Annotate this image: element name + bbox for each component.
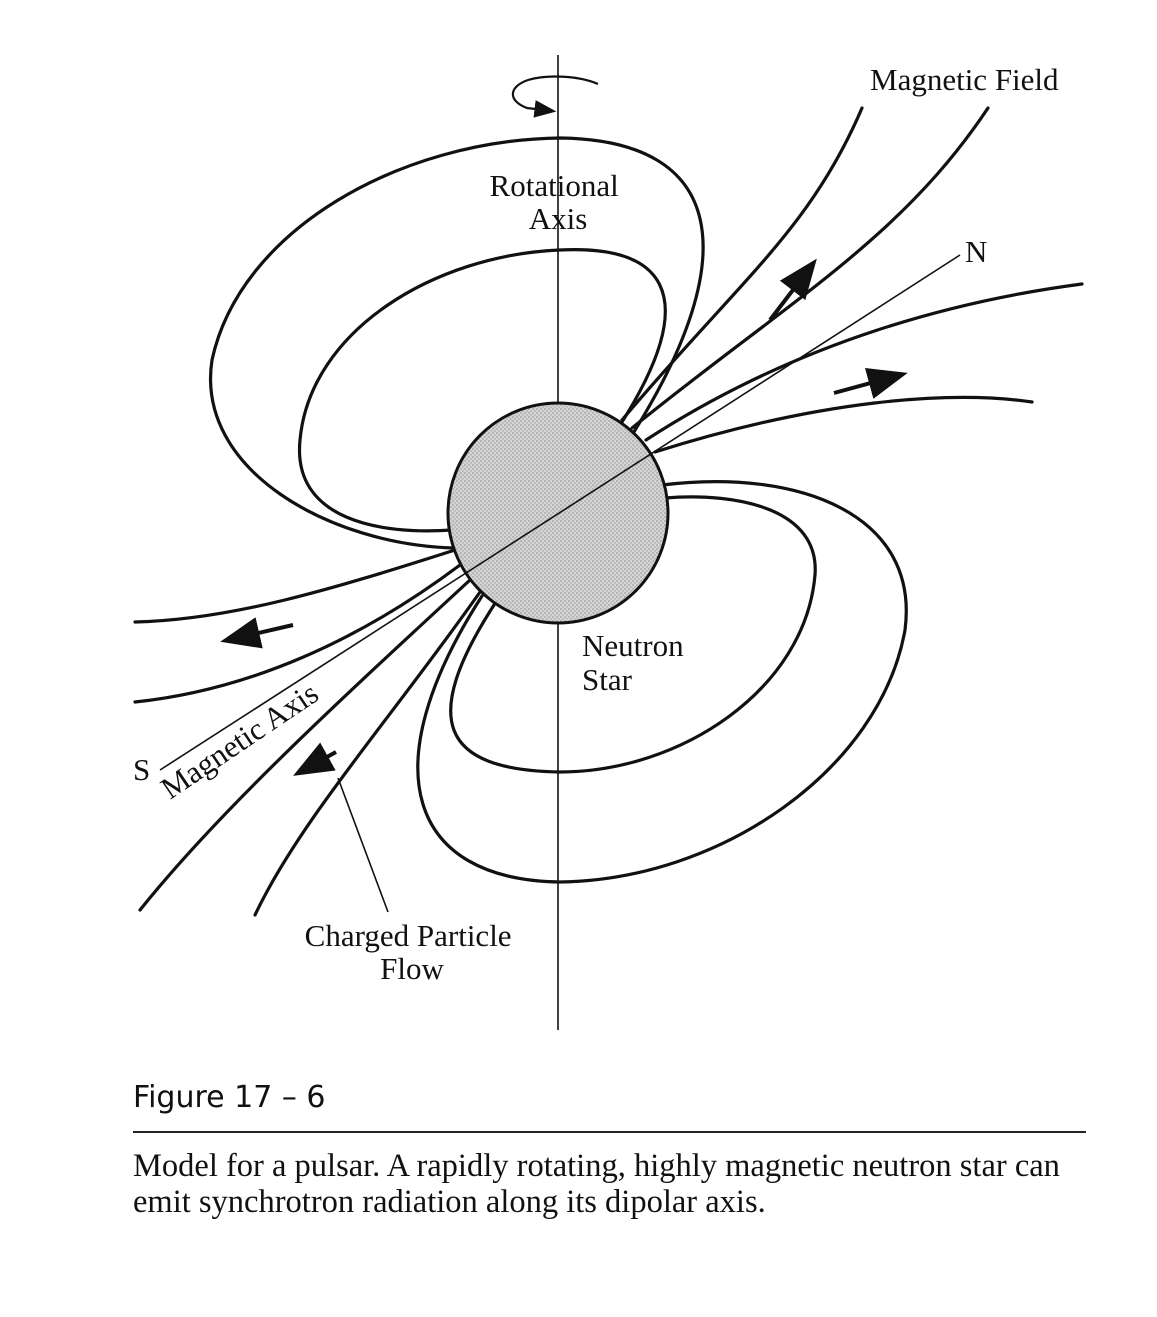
flow-arrow-south-lower: [293, 742, 337, 776]
rotational-axis-label: Rotational Axis: [490, 168, 627, 236]
field-line-south-3: [138, 578, 472, 912]
field-loop-outer-lower: [416, 480, 908, 884]
magnetic-field-label: Magnetic Field: [870, 62, 1059, 97]
south-pole-label: S: [133, 752, 150, 787]
caption-divider: [133, 1131, 1086, 1133]
field-loop-inner-upper: [297, 248, 667, 533]
particle-flow-leader-line: [337, 777, 389, 913]
field-loop-inner-lower: [449, 495, 817, 774]
flow-arrow-north-upper: [768, 258, 817, 322]
field-line-north-4: [653, 395, 1034, 454]
figure-number: Figure 17 – 6: [133, 1080, 326, 1115]
flow-arrow-north-lower: [833, 367, 908, 399]
field-line-north-2: [630, 106, 990, 430]
field-line-north-1: [620, 106, 864, 422]
field-line-south-1: [133, 548, 457, 624]
field-loop-outer-upper: [208, 136, 705, 550]
field-line-north-3: [644, 282, 1084, 442]
field-line-south-2: [133, 563, 462, 704]
rotation-arrow-icon: [511, 75, 599, 118]
field-line-south-4: [253, 590, 482, 917]
charged-particle-flow-label: Charged Particle Flow: [305, 918, 520, 986]
north-pole-label: N: [965, 234, 987, 269]
magnetic-axis-line: [159, 254, 961, 771]
flow-arrow-south-upper: [220, 617, 294, 649]
neutron-star-label: Neutron Star: [582, 628, 691, 697]
figure-caption: Model for a pulsar. A rapidly rotating, …: [133, 1148, 1060, 1220]
